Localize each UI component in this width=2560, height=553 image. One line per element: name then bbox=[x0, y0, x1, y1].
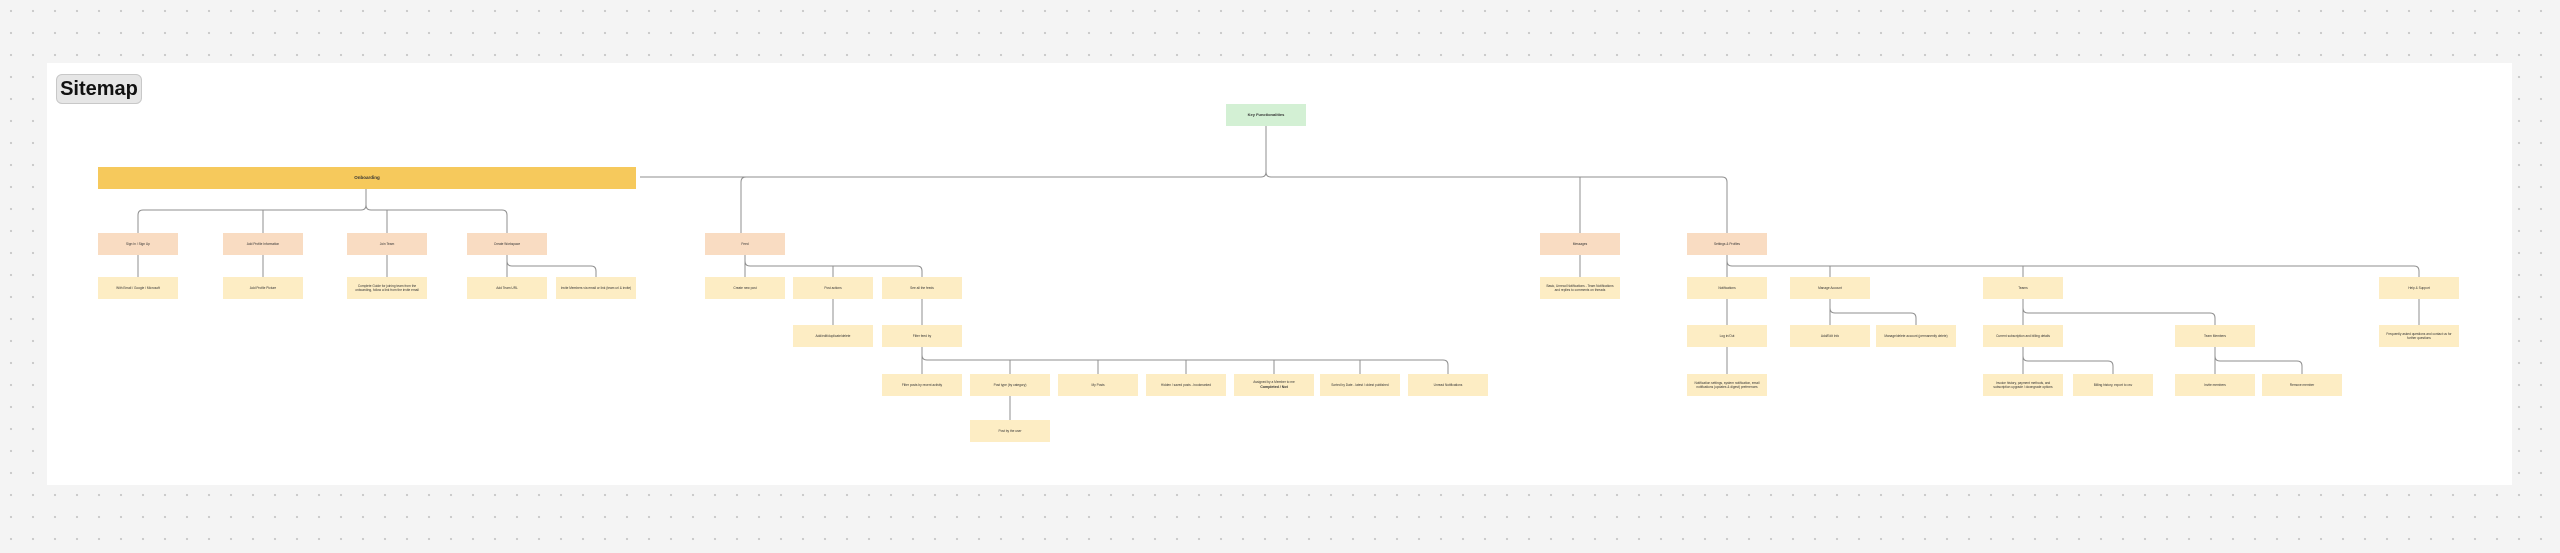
node-messages[interactable]: Messages bbox=[1540, 233, 1620, 255]
node-settings-profiles[interactable]: Settings & Profiles bbox=[1687, 233, 1767, 255]
node-filter-assigned-line2: Completed / Not bbox=[1260, 384, 1288, 389]
node-notifications[interactable]: Notifications bbox=[1687, 277, 1767, 299]
node-invite-team-members[interactable]: Invite members bbox=[2175, 374, 2255, 396]
node-filter-unread-notifications[interactable]: Unread Notifications bbox=[1408, 374, 1488, 396]
node-invite-members[interactable]: Invite Members via email or link (team u… bbox=[556, 277, 636, 299]
node-teams[interactable]: Teams bbox=[1983, 277, 2063, 299]
node-feed[interactable]: Feed bbox=[705, 233, 785, 255]
node-filter-hidden-saved[interactable]: Hidden / saved posts - bookmarked bbox=[1146, 374, 1226, 396]
node-filter-feed-by[interactable]: Filter feed by bbox=[882, 325, 962, 347]
node-filter-assigned-line1: Assigned by a Member to me bbox=[1253, 380, 1295, 385]
node-auth-methods[interactable]: With Email / Google / Microsoft bbox=[98, 277, 178, 299]
node-delete-account[interactable]: Manage/delete account (permanently delet… bbox=[1876, 325, 1956, 347]
node-filter-sorted-by-date[interactable]: Sorted by Date - latest / oldest publish… bbox=[1320, 374, 1400, 396]
node-create-new-post[interactable]: Create new post bbox=[705, 277, 785, 299]
node-create-workspace[interactable]: Create Workspace bbox=[467, 233, 547, 255]
node-add-edit-info[interactable]: Add/Edit Info bbox=[1790, 325, 1870, 347]
node-filter-assigned[interactable]: Assigned by a Member to me Completed / N… bbox=[1234, 374, 1314, 396]
node-join-team[interactable]: Join Team bbox=[347, 233, 427, 255]
node-onboarding[interactable]: Onboarding bbox=[98, 167, 636, 189]
node-billing-history-export[interactable]: Billing history, export to csv bbox=[2073, 374, 2153, 396]
node-add-profile-picture[interactable]: Add Profile Picture bbox=[223, 277, 303, 299]
node-filter-post-type[interactable]: Post type (by category) bbox=[970, 374, 1050, 396]
node-filter-post-by-user[interactable]: Post by the user bbox=[970, 420, 1050, 442]
node-post-actions[interactable]: Post actions bbox=[793, 277, 873, 299]
node-invoice-history[interactable]: Invoice history, payment methods, and su… bbox=[1983, 374, 2063, 396]
node-join-team-guide[interactable]: Complete Guide for joining team from the… bbox=[347, 277, 427, 299]
node-filter-recent-activity[interactable]: Filter posts by recent activity bbox=[882, 374, 962, 396]
node-sign-in-sign-up[interactable]: Sign In / Sign Up bbox=[98, 233, 178, 255]
node-see-all-feeds[interactable]: See all the feeds bbox=[882, 277, 962, 299]
node-key-functionalities[interactable]: Key Functionalities bbox=[1226, 104, 1306, 126]
node-messages-notifications[interactable]: Basic, Unread Notifications - Team Notif… bbox=[1540, 277, 1620, 299]
node-post-edit-actions[interactable]: Add/edit/duplicate/delete bbox=[793, 325, 873, 347]
node-log-in-out[interactable]: Log in/Out bbox=[1687, 325, 1767, 347]
page-title: Sitemap bbox=[56, 74, 142, 104]
node-manage-account[interactable]: Manage Account bbox=[1790, 277, 1870, 299]
node-subscription-billing[interactable]: Current subscription and billing details bbox=[1983, 325, 2063, 347]
node-add-profile-info[interactable]: Add Profile Information bbox=[223, 233, 303, 255]
node-help-support[interactable]: Help & Support bbox=[2379, 277, 2459, 299]
node-notification-settings[interactable]: Notification settings, system notificati… bbox=[1687, 374, 1767, 396]
node-add-team-url[interactable]: Add Team URL bbox=[467, 277, 547, 299]
node-filter-my-posts[interactable]: My Posts bbox=[1058, 374, 1138, 396]
diagram-canvas bbox=[47, 63, 2512, 485]
node-remove-member[interactable]: Remove member bbox=[2262, 374, 2342, 396]
node-faq-contact[interactable]: Frequently asked questions and contact u… bbox=[2379, 325, 2459, 347]
node-team-members[interactable]: Team Members bbox=[2175, 325, 2255, 347]
